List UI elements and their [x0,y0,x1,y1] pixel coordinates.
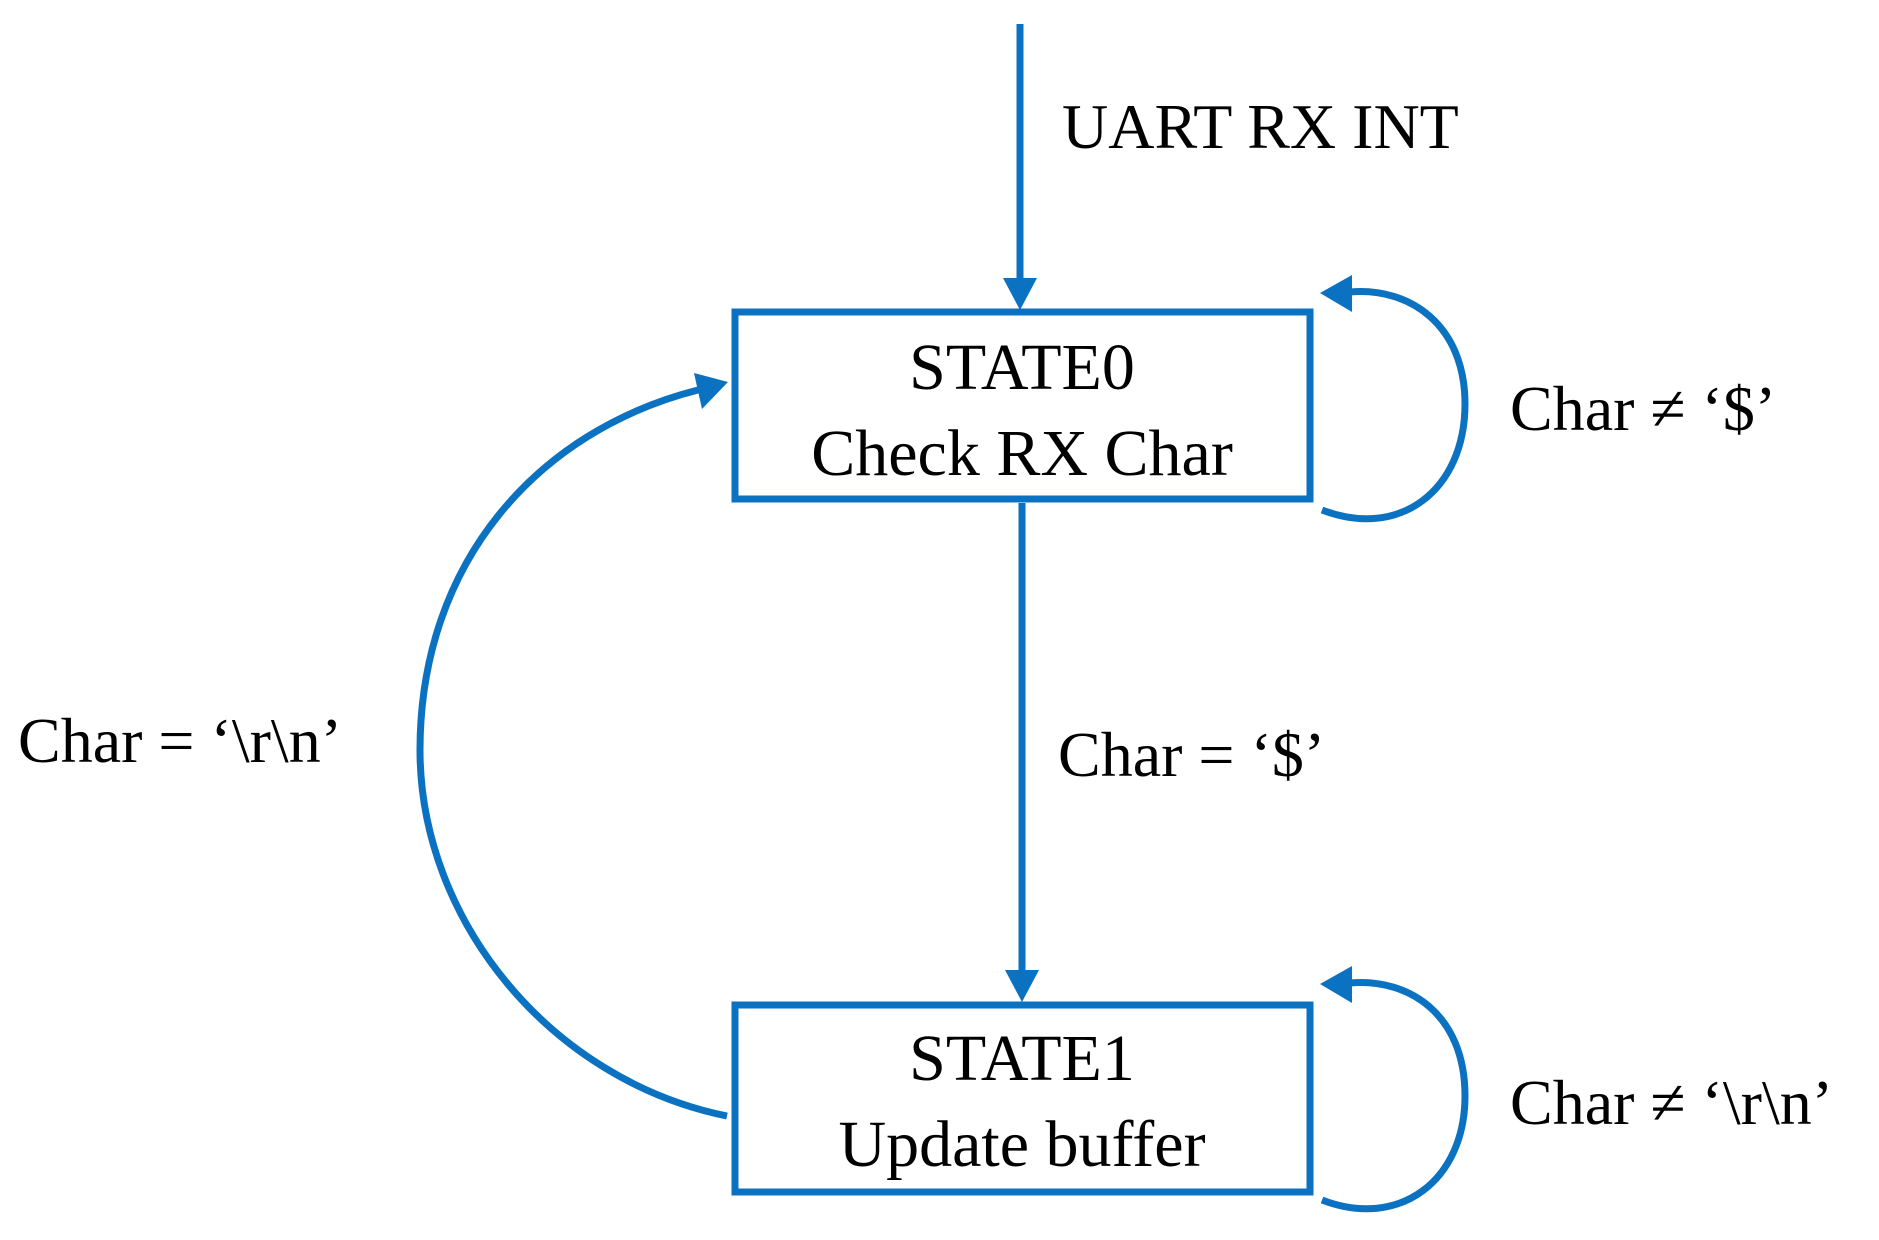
state0-node: STATE0 Check RX Char [731,308,1314,503]
transition-state0-to-state1 [1005,503,1039,1002]
transition-state0-to-state1-label: Char = ‘$’ [1058,719,1325,790]
entry-arrow [1003,24,1037,310]
transition-state1-to-state0-label: Char = ‘\r\n’ [18,705,342,776]
state0-title: STATE0 [909,331,1135,404]
transition-state1-self-loop [1320,966,1469,1213]
state1-title: STATE1 [909,1022,1135,1095]
transition-state0-self-loop [1320,275,1469,523]
transition-state0-self-label: Char ≠ ‘$’ [1510,373,1776,444]
entry-label: UART RX INT [1062,91,1459,162]
state1-node: STATE1 Update buffer [731,1001,1314,1196]
transition-state1-self-label: Char ≠ ‘\r\n’ [1510,1067,1833,1138]
state1-subtitle: Update buffer [838,1108,1205,1181]
transition-state1-to-state0 [416,373,728,1120]
state0-subtitle: Check RX Char [811,417,1233,490]
